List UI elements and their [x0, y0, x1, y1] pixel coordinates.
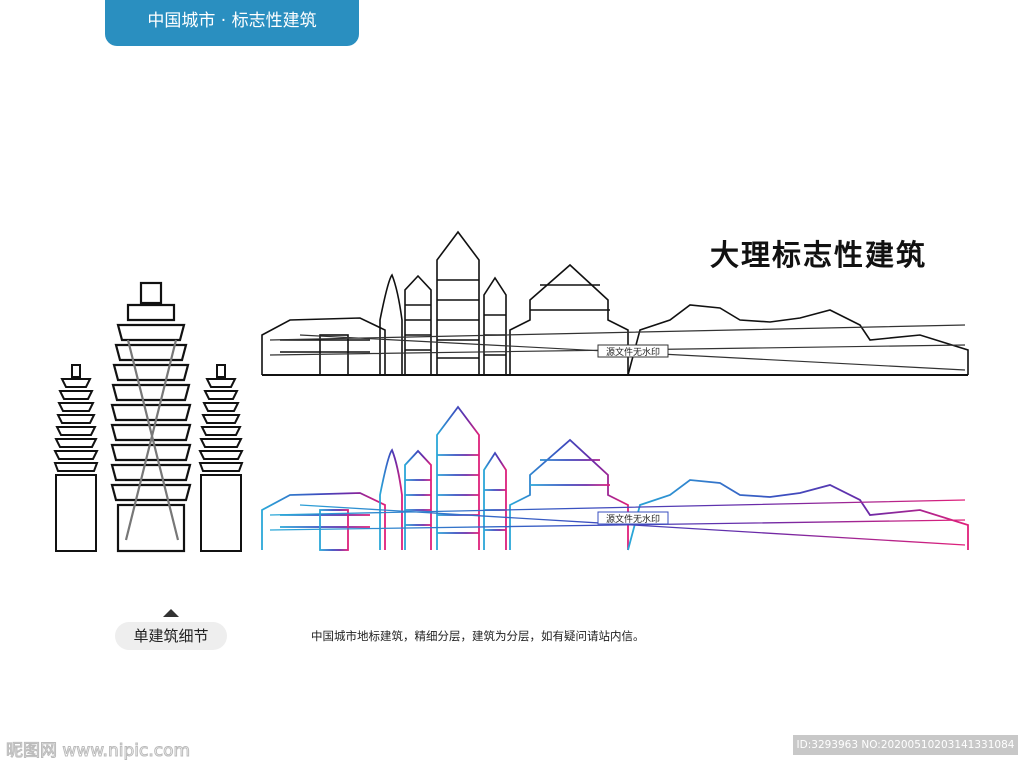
single-building-detail-button[interactable]: 单建筑细节 — [115, 622, 227, 650]
pagoda-right-small — [199, 364, 243, 552]
watermark-label-top: 源文件无水印 — [606, 346, 660, 358]
category-tab[interactable]: 中国城市 · 标志性建筑 — [105, 0, 359, 46]
watermark-label-bottom: 源文件无水印 — [606, 513, 660, 525]
pagoda-left-small — [54, 364, 98, 552]
site-logo[interactable]: 昵图网 www.nipic.com — [5, 741, 191, 762]
artwork-title: 大理标志性建筑 — [710, 238, 928, 272]
image-id-badge: ID:3293963 NO:20200510203141331084 — [793, 735, 1018, 755]
description-text: 中国城市地标建筑，精细分层，建筑为分层，如有疑问请站内信。 — [311, 629, 645, 643]
triangle-up-icon — [163, 609, 179, 617]
pagoda-main — [110, 281, 192, 553]
skyline-gradient — [261, 405, 969, 551]
